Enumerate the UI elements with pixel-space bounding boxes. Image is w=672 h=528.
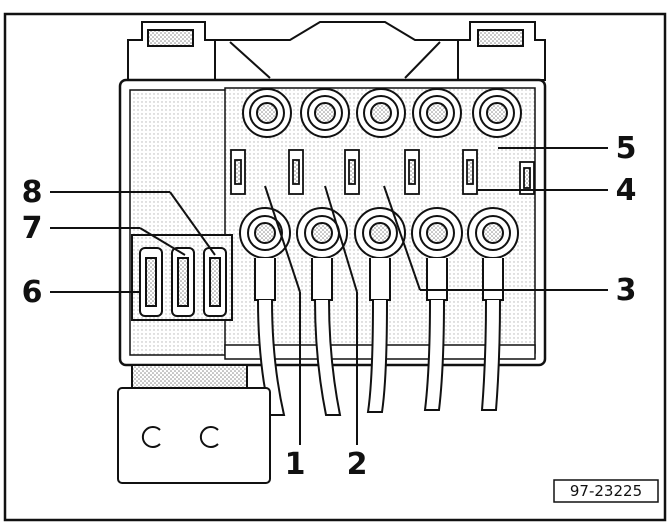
callout-1: 1: [285, 447, 306, 482]
callout-2: 2: [347, 447, 368, 482]
callout-8: 8: [22, 175, 43, 210]
lower-terminal-nuts: [239, 207, 519, 259]
callout-5: 5: [616, 131, 637, 166]
reference-code-box: [553, 479, 659, 503]
callout-7: 7: [22, 211, 43, 246]
reference-code: 97-23225: [570, 482, 642, 500]
upper-terminal-nuts: [242, 88, 522, 138]
leader-lines: [50, 147, 608, 445]
callout-4: 4: [616, 173, 637, 208]
callout-6: 6: [22, 275, 43, 310]
top-mounting-tabs: [127, 21, 546, 81]
callout-3: 3: [616, 273, 637, 308]
bottom-connector: [117, 364, 271, 484]
small-fuses: [131, 234, 233, 321]
strip-fuses: [230, 149, 535, 195]
